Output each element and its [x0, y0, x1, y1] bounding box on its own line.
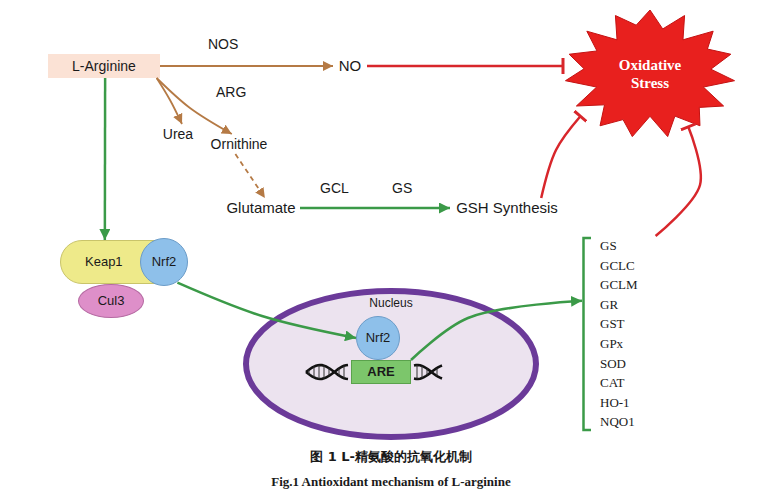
enzyme-label: GCL [320, 180, 349, 197]
arrow [177, 283, 356, 338]
dna-strand [414, 366, 442, 379]
burst-outline [565, 10, 734, 137]
caption-english: Fig.1 Antioxidant mechanism of L-arginin… [0, 474, 782, 490]
are-element: ARE [351, 360, 411, 384]
dna-rung [314, 367, 315, 378]
inhibition-line [656, 127, 701, 236]
gene-name: HO-1 [600, 393, 630, 413]
inhibition-line [541, 116, 580, 198]
node-text: Ornithine [211, 136, 268, 153]
node-text: GSH Synthesis [456, 199, 558, 217]
metabolite-label: Glutamate [222, 198, 300, 218]
gene-name: CAT [600, 373, 625, 393]
process-label: GSH Synthesis [450, 198, 564, 218]
gene-name: GR [600, 295, 618, 315]
node-text: Glutamate [226, 199, 295, 217]
caption: 图 1 L-精氨酸的抗氧化机制 [0, 449, 782, 465]
node-text: Nucleus [369, 296, 412, 310]
gene-name: NQO1 [600, 412, 635, 432]
dna-rung [427, 369, 428, 376]
dna-rung [319, 365, 320, 379]
gene-name: GCLM [600, 275, 638, 295]
node-text: Keap1 [85, 254, 123, 270]
gene-name: GST [600, 314, 625, 334]
enzyme-label: NOS [208, 36, 238, 53]
enzyme-label: GS [392, 180, 412, 197]
dna-rung [344, 366, 345, 378]
dna-rung [432, 371, 433, 373]
product-label: Ornithine [203, 134, 275, 154]
dna-strand [306, 365, 348, 379]
dna-rung [334, 371, 335, 372]
substrate-box: L-Arginine [48, 54, 160, 78]
arrow [160, 65, 333, 67]
node-text: L-Arginine [72, 58, 136, 75]
node-text: ARE [367, 364, 394, 380]
product-label: Urea [158, 124, 198, 144]
gene-name: GPx [600, 334, 623, 354]
gene-name: GS [600, 236, 617, 256]
arrow [411, 301, 582, 360]
dna-rung [329, 368, 330, 376]
product-label: NO [333, 55, 367, 77]
node-text: NO [339, 57, 362, 75]
dna-rung [324, 366, 325, 379]
nrf2-protein: Nrf2 [140, 238, 188, 286]
bracket-line [584, 238, 592, 430]
arrow [157, 78, 182, 124]
node-text: Oxidative Stress [611, 56, 689, 92]
arrow [300, 207, 450, 210]
dna-rung [339, 368, 340, 375]
node-text: Cul3 [98, 293, 125, 309]
dna-strand [414, 365, 442, 378]
burst-shape [563, 8, 737, 140]
arrow [235, 154, 265, 198]
nuclear-membrane [246, 291, 536, 437]
gene-name: GCLC [600, 256, 635, 276]
gene-name: SOD [600, 354, 626, 374]
stress-burst: Oxidative Stress [563, 8, 737, 140]
node-text: Nrf2 [366, 330, 391, 346]
arrow [157, 78, 232, 134]
dna-strand [306, 365, 348, 379]
enzyme-label: ARG [216, 84, 246, 101]
inhibition-line [367, 65, 563, 68]
node-text: Nrf2 [152, 254, 177, 270]
nrf2-protein: Nrf2 [356, 316, 400, 360]
dna-rung [309, 370, 310, 375]
arrow [104, 78, 107, 240]
gene-list: GSGCLCGCLMGRGSTGPxSODCATHO-1NQO1 [582, 236, 662, 432]
cul3-protein: Cul3 [78, 284, 144, 318]
node-text: Urea [163, 126, 193, 143]
dna-rung [437, 368, 438, 376]
dna-rung [417, 365, 418, 379]
dna-rung [422, 366, 423, 378]
